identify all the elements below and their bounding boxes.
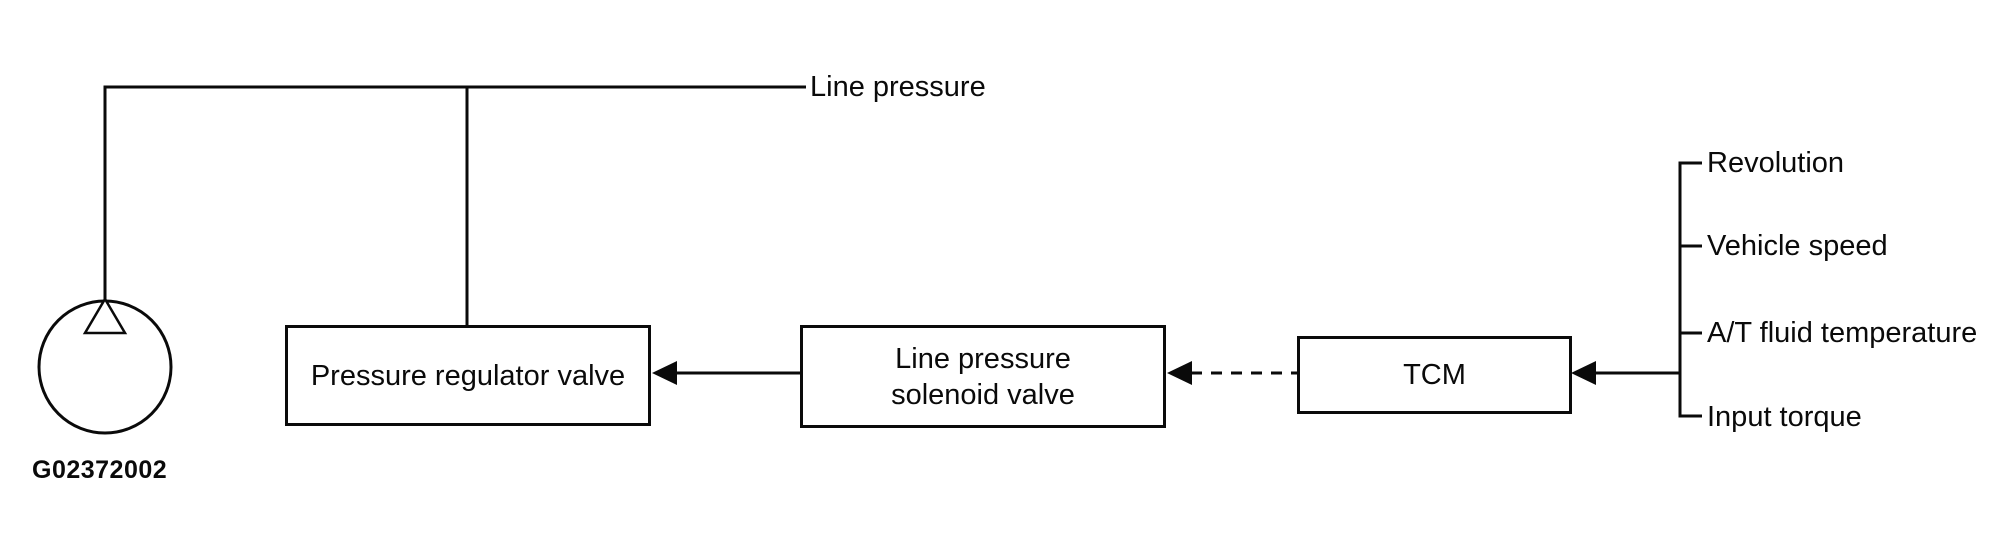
tcm-label: TCM bbox=[1403, 359, 1466, 391]
pressure-regulator-valve-box: Pressure regulator valve bbox=[285, 325, 651, 426]
line-pressure-solenoid-valve-label-line2: solenoid valve bbox=[891, 378, 1075, 411]
inputs-to-tcm-arrowhead-icon bbox=[1571, 361, 1596, 385]
line-pressure-solenoid-valve-box: Line pressure solenoid valve bbox=[800, 325, 1166, 428]
line-pressure-solenoid-valve-label-line1: Line pressure bbox=[895, 342, 1071, 375]
pump-triangle-icon bbox=[82, 296, 128, 335]
tcm-input-label-revolution: Revolution bbox=[1707, 147, 1845, 179]
solenoid-to-regulator-arrowhead-icon bbox=[652, 361, 677, 385]
tcm-input-label-vehicle-speed: Vehicle speed bbox=[1707, 230, 1888, 262]
tcm-box: TCM bbox=[1297, 336, 1572, 414]
tcm-to-solenoid-arrowhead-icon bbox=[1167, 361, 1192, 385]
pressure-regulator-valve-label: Pressure regulator valve bbox=[310, 359, 626, 392]
line-pressure-label: Line pressure bbox=[810, 71, 986, 103]
tcm-inputs-bracket bbox=[1678, 161, 1702, 418]
figure-id-label: G02372002 bbox=[32, 456, 168, 484]
tcm-input-label-input-torque: Input torque bbox=[1707, 401, 1862, 433]
tcm-input-label-fluid-temperature: A/T fluid temperature bbox=[1707, 317, 1978, 349]
line-pressure-feed-line bbox=[103, 85, 806, 301]
